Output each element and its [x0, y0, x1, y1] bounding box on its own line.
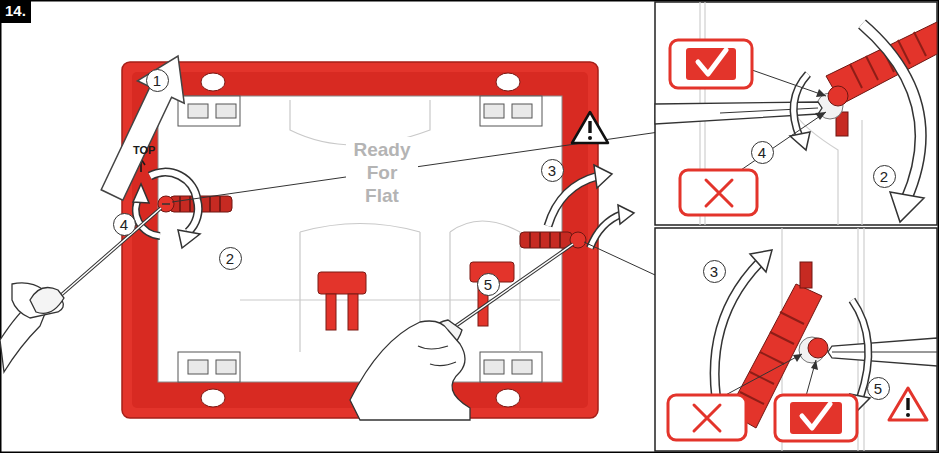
- callout-number: 5: [484, 277, 492, 292]
- actuator-mechanism: [318, 262, 514, 330]
- callout-circle: 1: [146, 69, 169, 92]
- push-up-arrow: [101, 56, 184, 200]
- label-holder: TOP: [133, 144, 155, 156]
- callout-circle: 4: [113, 213, 136, 236]
- callout-circle: 4: [751, 141, 774, 164]
- step-number-box: 14.: [0, 0, 31, 23]
- callout-number: 2: [226, 251, 234, 266]
- callout-number: 5: [874, 381, 882, 396]
- warning-triangle: [572, 112, 608, 143]
- callout-number: 2: [880, 169, 888, 184]
- detail-inset: [655, 228, 937, 451]
- right-adjuster: [520, 232, 586, 248]
- rotation-arrow: [133, 172, 200, 248]
- hand-with-screwdriver: [350, 244, 573, 420]
- hand-with-screwdriver: [0, 208, 161, 372]
- flush-plate-frame: [122, 62, 598, 418]
- callout-number: 1: [153, 73, 161, 88]
- cistern-outline: [240, 100, 560, 352]
- orientation-mark: TOP: [133, 144, 155, 156]
- callout-circle: 3: [541, 159, 564, 182]
- callout-circle: 3: [703, 260, 726, 283]
- label-holder: Ready For Flat: [346, 137, 418, 208]
- callout-number: 3: [710, 264, 718, 279]
- step-number: 14.: [5, 2, 26, 20]
- detail-inset: [655, 2, 937, 225]
- embossed-text: Ready For Flat: [346, 137, 418, 208]
- callout-circle: 5: [477, 273, 500, 296]
- callout-circle: 2: [873, 165, 896, 188]
- callout-circle: 5: [867, 377, 890, 400]
- callout-number: 4: [120, 217, 128, 232]
- callout-circle: 2: [219, 247, 242, 270]
- callout-number: 4: [758, 145, 766, 160]
- callout-number: 3: [548, 163, 556, 178]
